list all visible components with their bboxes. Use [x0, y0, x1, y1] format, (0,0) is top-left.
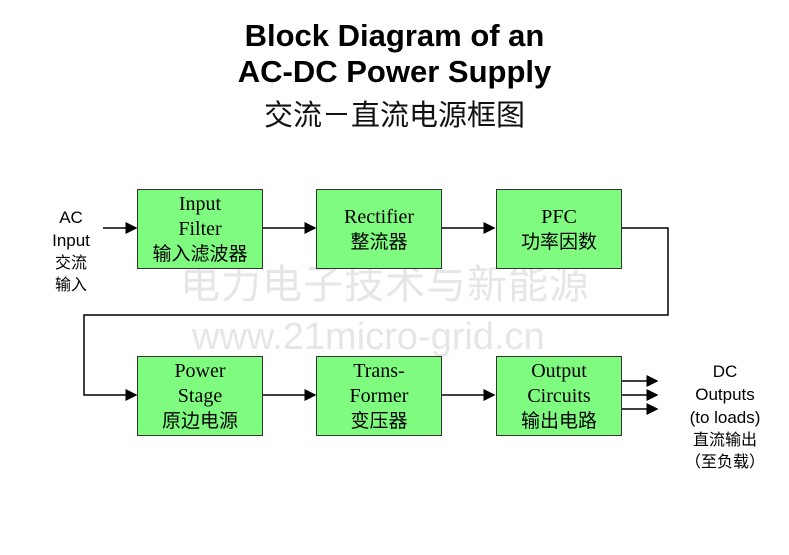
ac-input-label: AC Input 交流 输入	[40, 206, 102, 296]
ac-input-en-1: AC	[59, 208, 83, 227]
block-transformer: Trans- Former 变压器	[316, 356, 442, 436]
ac-input-cn-2: 输入	[54, 275, 87, 294]
block-label-en: Former	[349, 385, 409, 407]
title-chinese: 交流－直流电源框图	[263, 98, 525, 132]
block-rectifier: Rectifier 整流器	[316, 189, 442, 269]
title-line-1: Block Diagram of an	[244, 18, 545, 53]
block-input-filter: Input Filter 输入滤波器	[137, 189, 263, 269]
block-label-en: PFC	[541, 205, 577, 228]
dc-output-en-1: DC	[712, 362, 738, 381]
dc-output-cn-1: 直流输出	[692, 430, 757, 449]
block-label-en: Circuits	[527, 385, 591, 407]
block-label-en: Rectifier	[344, 205, 414, 228]
block-label-en: Power	[174, 360, 226, 382]
block-label-en: Input	[178, 193, 222, 215]
dc-output-en-2: Outputs	[695, 385, 755, 404]
watermark-url: www.21micro-grid.cn	[192, 316, 545, 358]
title-line-2: AC-DC Power Supply	[237, 54, 552, 89]
block-label-cn: 原边电源	[161, 410, 238, 432]
block-label-cn: 输出电路	[520, 410, 597, 432]
block-pfc: PFC 功率因数	[496, 189, 622, 269]
dc-output-cn-2: （至负载）	[684, 452, 765, 471]
dc-outputs-label: DC Outputs (to loads) 直流输出 （至负载）	[672, 360, 778, 473]
block-label-en: Filter	[178, 218, 222, 240]
arrow-pfc-to-power-stage	[83, 227, 669, 401]
ac-input-cn-1: 交流	[54, 253, 87, 272]
block-label-en: Output	[531, 360, 587, 382]
block-label-cn: 变压器	[350, 410, 408, 432]
block-output-circuits: Output Circuits 输出电路	[496, 356, 622, 436]
dc-output-en-3: (to loads)	[689, 408, 761, 427]
block-label-cn: 整流器	[350, 230, 408, 253]
block-power-stage: Power Stage 原边电源	[137, 356, 263, 436]
block-label-en: Trans-	[353, 360, 405, 382]
ac-input-en-2: Input	[52, 231, 90, 250]
block-label-cn: 功率因数	[520, 230, 597, 253]
block-label-en: Stage	[177, 385, 223, 407]
block-label-cn: 输入滤波器	[152, 243, 248, 265]
watermark-cn: 电力电子技术与新能源	[180, 262, 590, 308]
